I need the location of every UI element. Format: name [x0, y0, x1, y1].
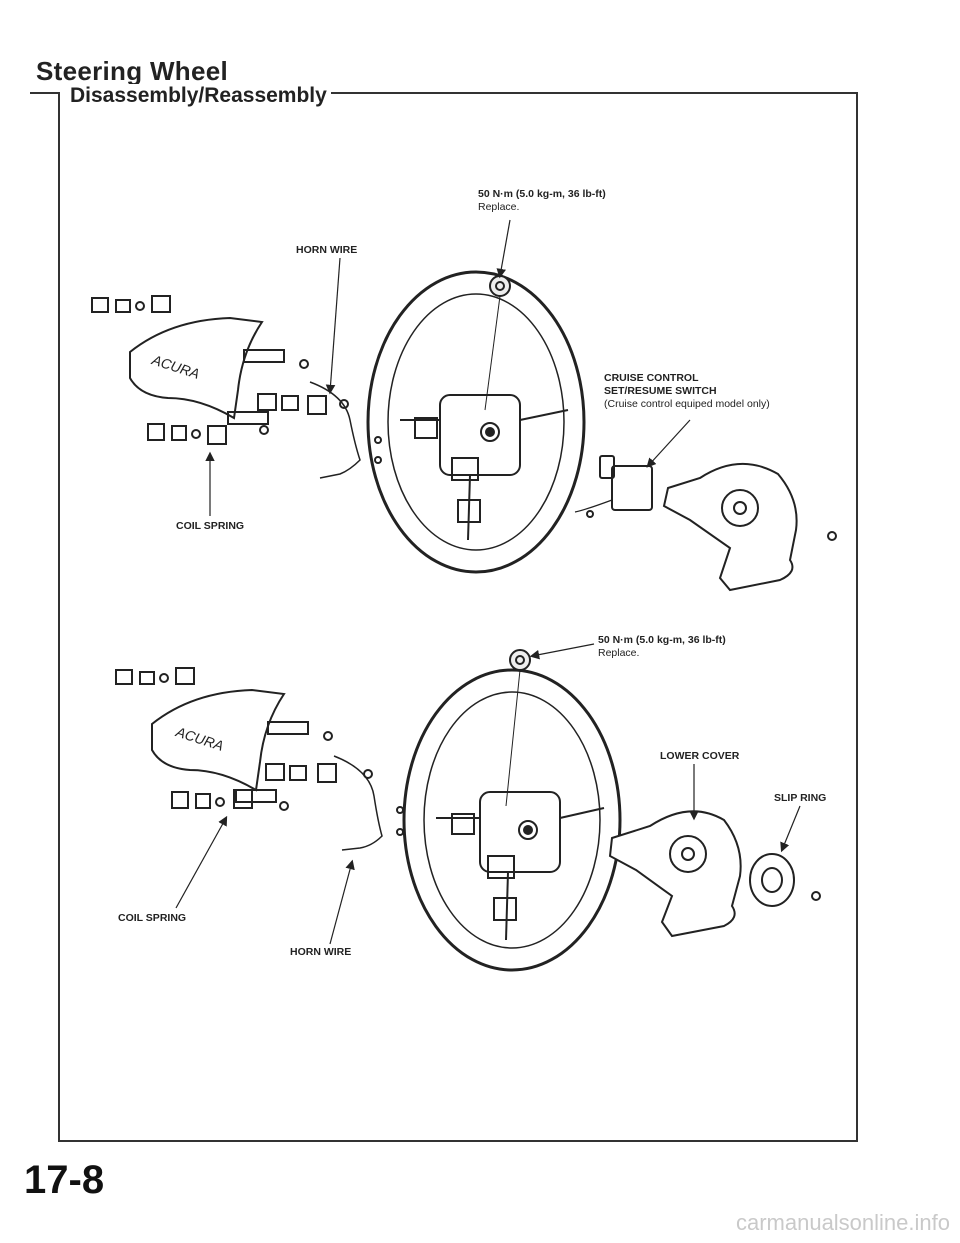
upper-coil-spring-label: COIL SPRING [176, 520, 245, 532]
upper-horn-wire-label: HORN WIRE [296, 244, 358, 256]
upper-horn-wire [309, 381, 361, 479]
lower-leaders [175, 643, 801, 945]
upper-steering-wheel-rim [366, 270, 586, 574]
page-number: 17-8 [24, 1158, 105, 1202]
lower-steering-wheel-rim [402, 668, 622, 972]
lower-wheel-hub [479, 791, 561, 873]
lower-horn-wire [333, 755, 383, 851]
slip-ring-label: SLIP RING [774, 792, 827, 804]
page-title: Steering Wheel [36, 56, 229, 86]
section-title: Disassembly/Reassembly [66, 84, 331, 108]
lower-horn-wire-label: HORN WIRE [290, 946, 352, 958]
lower-torque-spec: 50 N·m (5.0 kg-m, 36 lb-ft) Replace. [598, 634, 726, 659]
upper-torque-spec: 50 N·m (5.0 kg-m, 36 lb-ft) Replace. [478, 188, 606, 213]
section-frame-top [320, 92, 856, 94]
upper-wheel-hub [439, 394, 521, 476]
section-frame [58, 92, 858, 1142]
upper-lower-cover [662, 463, 798, 592]
upper-steering-nut [489, 275, 511, 297]
lower-steering-nut [509, 649, 531, 671]
section-frame-notch [30, 92, 58, 94]
upper-horn-pad [129, 316, 264, 420]
upper-leaders [205, 219, 691, 516]
slip-ring [749, 853, 795, 907]
lower-assembly: ACURA [115, 649, 821, 972]
lower-coil-spring-label: COIL SPRING [118, 912, 187, 924]
lower-cover-label: LOWER COVER [660, 750, 740, 762]
lower-cover [608, 810, 742, 938]
cruise-switch-label: CRUISE CONTROL SET/RESUME SWITCH (Cruise… [604, 372, 770, 410]
upper-cruise-switch [611, 465, 653, 511]
watermark: carmanualsonline.info [735, 1210, 950, 1235]
upper-assembly: ACURA [91, 270, 837, 592]
lower-horn-pad [151, 688, 286, 792]
